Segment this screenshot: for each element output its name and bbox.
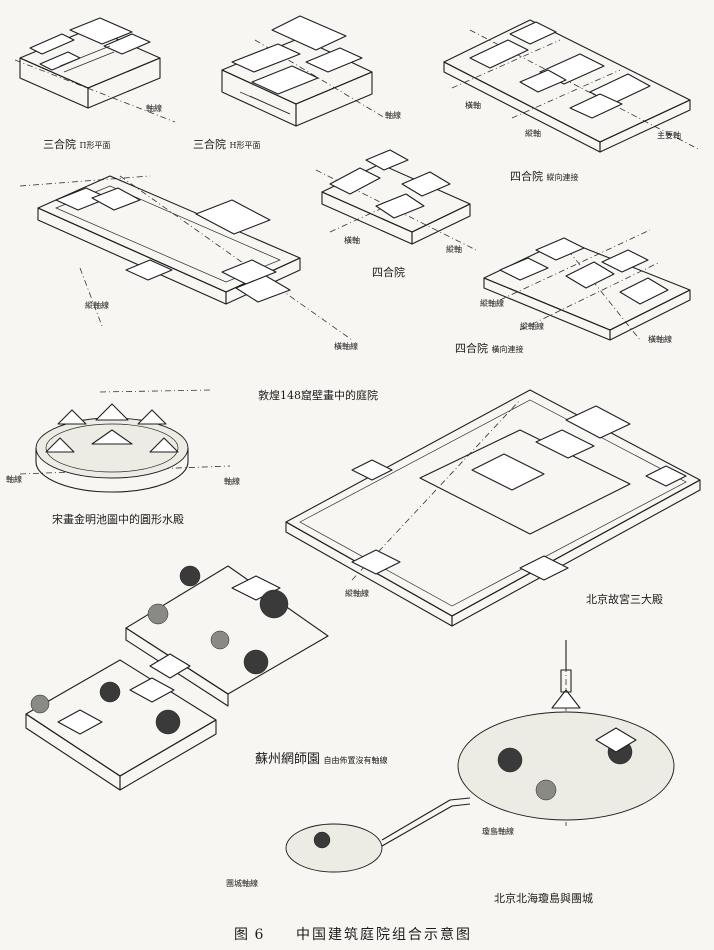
- sanheyuan-pi-drawing: [14, 17, 176, 123]
- label-siheyuan-horizontal: 四合院 橫向連接: [455, 342, 524, 355]
- label-dunhuang: 敦煌148窟壁畫中的庭院: [258, 389, 378, 402]
- axis-label-siheyuan-h-hengxian: 橫軸線: [648, 335, 672, 344]
- label-wangshi-garden: 蘇州網師園 自由佈置沒有軸線: [255, 752, 388, 767]
- song-round-water-palace-drawing: [19, 389, 231, 493]
- axis-label-forbidden-city: 縱軸線: [345, 589, 369, 598]
- label-siheyuan-vertical: 四合院 縱向連接: [510, 170, 579, 183]
- siheyuan-horizontal-drawing: [483, 229, 691, 341]
- axis-label-siheyuan-v-heng: 橫軸: [465, 101, 481, 110]
- axis-label-siheyuan-h-zongxian: 縱軸線: [480, 299, 504, 308]
- axis-label-song-left: 軸線: [6, 475, 22, 484]
- axis-label-dunhuang-zong: 縱軸線: [85, 301, 109, 310]
- forbidden-city-three-halls-drawing: [285, 389, 701, 627]
- axis-label-song-right: 軸線: [224, 477, 240, 486]
- axis-label-siheyuan-v-zong: 縱軸: [525, 129, 541, 138]
- wangshi-garden-drawing: [25, 565, 329, 791]
- figure-title: 中国建筑庭院组合示意图: [296, 927, 472, 943]
- label-sanheyuan-h: 三合院 H形平面: [193, 138, 261, 151]
- axis-label-sanheyuan-pi: 軸線: [146, 104, 162, 113]
- label-beihai: 北京北海瓊島與團城: [494, 892, 593, 905]
- axis-label-sanheyuan-h: 軸線: [385, 111, 401, 120]
- label-sanheyuan-pi: 三合院 П形平面: [43, 138, 111, 151]
- sanheyuan-h-drawing: [221, 15, 386, 127]
- label-song-round-palace: 宋畫金明池圖中的圓形水殿: [52, 513, 184, 526]
- axis-label-siheyuan-heng: 橫軸: [344, 236, 360, 245]
- axis-label-dunhuang-heng: 橫軸線: [334, 342, 358, 351]
- figure-number: 图 6: [234, 927, 265, 943]
- axis-label-tuancheng: 團城軸線: [226, 879, 258, 888]
- axis-label-siheyuan-zong: 縱軸: [446, 245, 462, 254]
- label-forbidden-city: 北京故宮三大殿: [586, 593, 663, 606]
- axis-label-siheyuan-h-zongxian-2: 縱軸線: [520, 322, 544, 331]
- label-siheyuan: 四合院: [372, 266, 405, 279]
- dunhuang-courtyard-drawing: [19, 175, 353, 341]
- axis-label-siheyuan-v-main: 主要軸: [657, 131, 681, 140]
- siheyuan-drawing: [315, 149, 477, 251]
- siheyuan-vertical-drawing: [443, 19, 701, 153]
- beihai-qiongdao-tuancheng-drawing: [285, 640, 675, 873]
- axis-label-qiongdao: 瓊島軸線: [482, 827, 514, 836]
